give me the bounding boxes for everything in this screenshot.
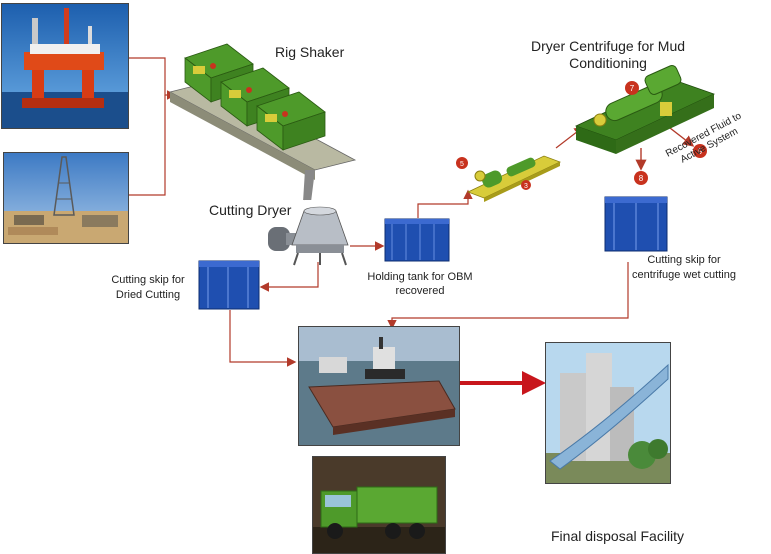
dryer-centrifuge-machine: 7 bbox=[574, 65, 716, 154]
truck-photo bbox=[312, 456, 446, 554]
dried-cutting-skip bbox=[198, 260, 260, 310]
flow-offshore-to-shaker bbox=[128, 57, 177, 100]
final-disposal-label: Final disposal Facility bbox=[551, 528, 685, 544]
dried-cutting-skip-label: Cutting skip for Dried Cutting bbox=[111, 274, 185, 301]
flow-tank-to-centrifuge-feed bbox=[417, 189, 473, 218]
flow-recovered-fluid bbox=[669, 127, 695, 147]
final-disposal-photo bbox=[545, 342, 671, 484]
holding-tank-skip bbox=[384, 218, 450, 262]
flow-wet-skip-to-barge bbox=[387, 262, 629, 330]
rig-shaker-label: Rig Shaker bbox=[275, 44, 345, 60]
badge-7: 7 bbox=[630, 84, 635, 93]
barge-photo bbox=[298, 326, 460, 446]
cutting-dryer-label: Cutting Dryer bbox=[209, 202, 292, 218]
land-rig-photo bbox=[3, 152, 129, 244]
dryer-centrifuge-label: Dryer Centrifuge for Mud Conditioning bbox=[530, 38, 686, 71]
badge-3: 3 bbox=[524, 183, 528, 190]
cutting-dryer-machine bbox=[268, 206, 349, 266]
badge-9: 9 bbox=[698, 147, 703, 156]
badge-8: 8 bbox=[639, 174, 644, 183]
offshore-rig-photo bbox=[1, 3, 129, 129]
flow-landrig-to-shaker bbox=[128, 95, 166, 196]
flow-dried-skip-to-barge bbox=[229, 310, 297, 367]
wet-cutting-skip bbox=[604, 196, 668, 252]
rig-shaker-illustration bbox=[168, 43, 357, 200]
badge-8-circle: 8 bbox=[634, 171, 648, 185]
flow-dryer-to-dried-skip bbox=[259, 262, 319, 292]
centrifuge-feed-pump: 3 bbox=[466, 155, 562, 202]
holding-tank-label: Holding tank for OBM recovered bbox=[367, 271, 473, 297]
badge-5-circle: 5 bbox=[456, 157, 468, 169]
badge-5: 5 bbox=[460, 161, 464, 168]
wet-cutting-skip-label: Cutting skip for centrifuge wet cutting bbox=[632, 254, 736, 281]
badge-9-circle: 9 bbox=[693, 144, 707, 158]
